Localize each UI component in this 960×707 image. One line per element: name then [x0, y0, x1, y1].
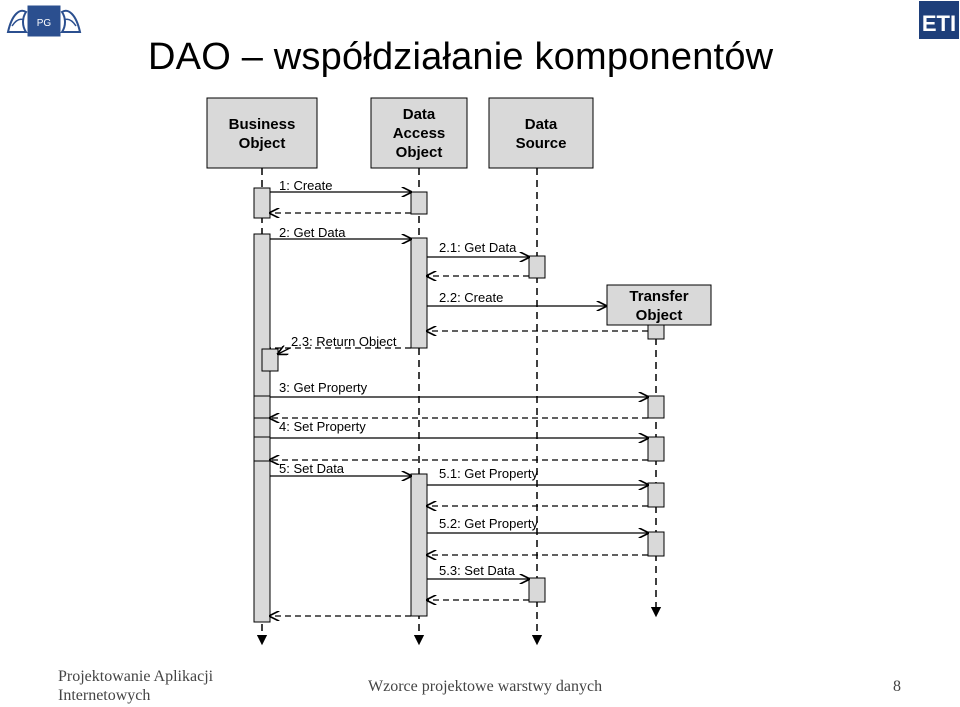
- footer-topic: Wzorce projektowe warstwy danych: [368, 678, 603, 695]
- activations: [253, 187, 665, 623]
- message-label: 2.3: Return Object: [291, 334, 397, 349]
- message-label: 5.1: Get Property: [439, 466, 538, 481]
- pg-logo-icon: PG: [6, 5, 82, 37]
- participant-data-source: Data Source: [488, 97, 594, 169]
- page-number: 8: [893, 678, 901, 695]
- footer-course: Projektowanie Aplikacji Internetowych: [58, 667, 258, 705]
- activation-bar: [528, 577, 546, 603]
- svg-text:ETI: ETI: [922, 11, 956, 36]
- activation-bar: [647, 395, 665, 419]
- activation-bar: [647, 482, 665, 508]
- message-label: 3: Get Property: [279, 380, 368, 395]
- message-label: 2: Get Data: [279, 225, 346, 240]
- activation-bar: [253, 436, 271, 462]
- message-label: 5.3: Set Data: [439, 563, 516, 578]
- footer-course-line2: Internetowych: [58, 687, 151, 704]
- svg-text:Source: Source: [516, 135, 567, 152]
- message-label: 5: Set Data: [279, 461, 345, 476]
- activation-bar: [261, 348, 279, 372]
- activation-bar: [410, 191, 428, 215]
- svg-text:Data: Data: [403, 106, 436, 123]
- message-label: 5.2: Get Property: [439, 516, 538, 531]
- activation-bar: [410, 237, 428, 349]
- svg-text:Transfer: Transfer: [629, 288, 688, 305]
- participant-transfer-object: Transfer Object: [606, 284, 712, 326]
- svg-text:Business: Business: [229, 116, 296, 133]
- activation-bar: [253, 395, 271, 419]
- slide-title: DAO – współdziałanie komponentów: [148, 36, 774, 78]
- footer-course-line1: Projektowanie Aplikacji: [58, 668, 214, 685]
- svg-text:Object: Object: [636, 307, 683, 324]
- svg-text:Data: Data: [525, 116, 558, 133]
- message-label: 4: Set Property: [279, 419, 366, 434]
- participant-data-access-object: Data Access Object: [370, 97, 468, 169]
- messages: [270, 192, 648, 616]
- activation-bar: [410, 473, 428, 617]
- message-labels: 1: Create 2: Get Data 2.1: Get Data 2.2:…: [279, 178, 538, 578]
- participant-business-object: Business Object: [206, 97, 318, 169]
- eti-logo-icon: ETI: [919, 1, 959, 39]
- svg-text:Object: Object: [396, 144, 443, 161]
- activation-bar: [647, 324, 665, 340]
- activation-bar: [253, 233, 271, 623]
- message-label: 1: Create: [279, 178, 332, 193]
- svg-text:Object: Object: [239, 135, 286, 152]
- message-label: 2.2: Create: [439, 290, 503, 305]
- activation-bar: [253, 187, 271, 219]
- message-label: 2.1: Get Data: [439, 240, 517, 255]
- activation-bar: [647, 531, 665, 557]
- activation-bar: [647, 436, 665, 462]
- svg-text:Access: Access: [393, 125, 446, 142]
- svg-text:PG: PG: [37, 18, 52, 29]
- return-arrow: [278, 348, 291, 354]
- activation-bar: [528, 255, 546, 279]
